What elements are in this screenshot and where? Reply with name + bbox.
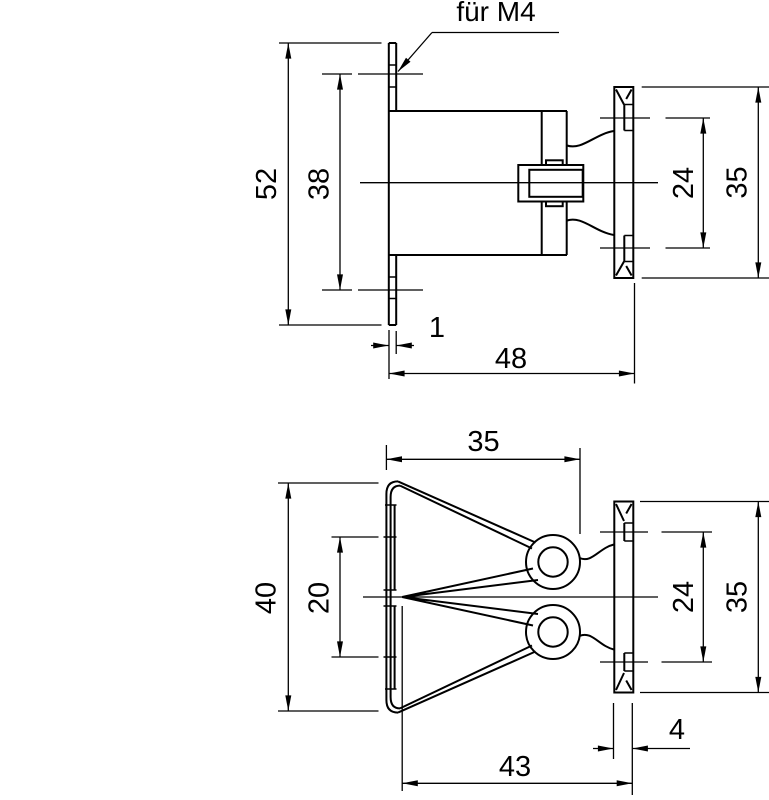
top-view-body [388, 110, 568, 256]
dimension-1: 1 [371, 312, 445, 379]
upper-coil-inner [537, 546, 569, 578]
dimension-52: 52 [251, 42, 382, 326]
lower-coil-inner [537, 616, 569, 648]
dimension-35-clip: 35 [385, 426, 581, 534]
dim-label-43: 43 [499, 751, 531, 783]
dim-label-1: 1 [429, 312, 445, 344]
bottom-view-wire-clip [385, 480, 581, 714]
dimension-24-top: 24 [665, 117, 710, 249]
dim-label-20: 20 [304, 582, 336, 614]
dim-label-24-top: 24 [668, 167, 700, 199]
dim-label-40: 40 [251, 582, 283, 614]
dim-label-35-bottom: 35 [722, 581, 754, 613]
dim-label-48: 48 [495, 343, 527, 375]
leader-label: für M4 [456, 0, 535, 27]
dimension-43: 43 [401, 606, 633, 791]
dim-label-52: 52 [251, 168, 283, 200]
clip-tip [401, 567, 539, 627]
bottom-view-horns [579, 543, 615, 651]
dim-label-35-clip: 35 [467, 426, 499, 458]
dimension-24-bottom: 24 [661, 531, 712, 663]
bottom-view-left-flange [383, 504, 397, 690]
lower-coil [525, 604, 581, 660]
bottom-view: 35 40 20 24 [251, 426, 769, 795]
leader-fur-m4: für M4 [397, 0, 559, 72]
dimension-48: 48 [389, 283, 636, 384]
dimension-38: 38 [304, 74, 343, 290]
dimension-35-top: 35 [641, 86, 769, 279]
top-view-left-flange [322, 42, 423, 326]
dimension-35-bottom: 35 [640, 500, 769, 694]
dim-label-24-bottom: 24 [668, 581, 700, 613]
dimension-20: 20 [304, 536, 379, 658]
dim-label-38: 38 [304, 168, 336, 200]
dimension-40: 40 [251, 482, 379, 712]
upper-coil [525, 534, 581, 590]
top-view-horns [566, 130, 615, 236]
dim-label-35-top: 35 [722, 166, 754, 198]
top-view: für M4 52 38 24 [251, 0, 769, 384]
dimension-4: 4 [593, 703, 690, 795]
dim-label-4: 4 [669, 714, 685, 746]
